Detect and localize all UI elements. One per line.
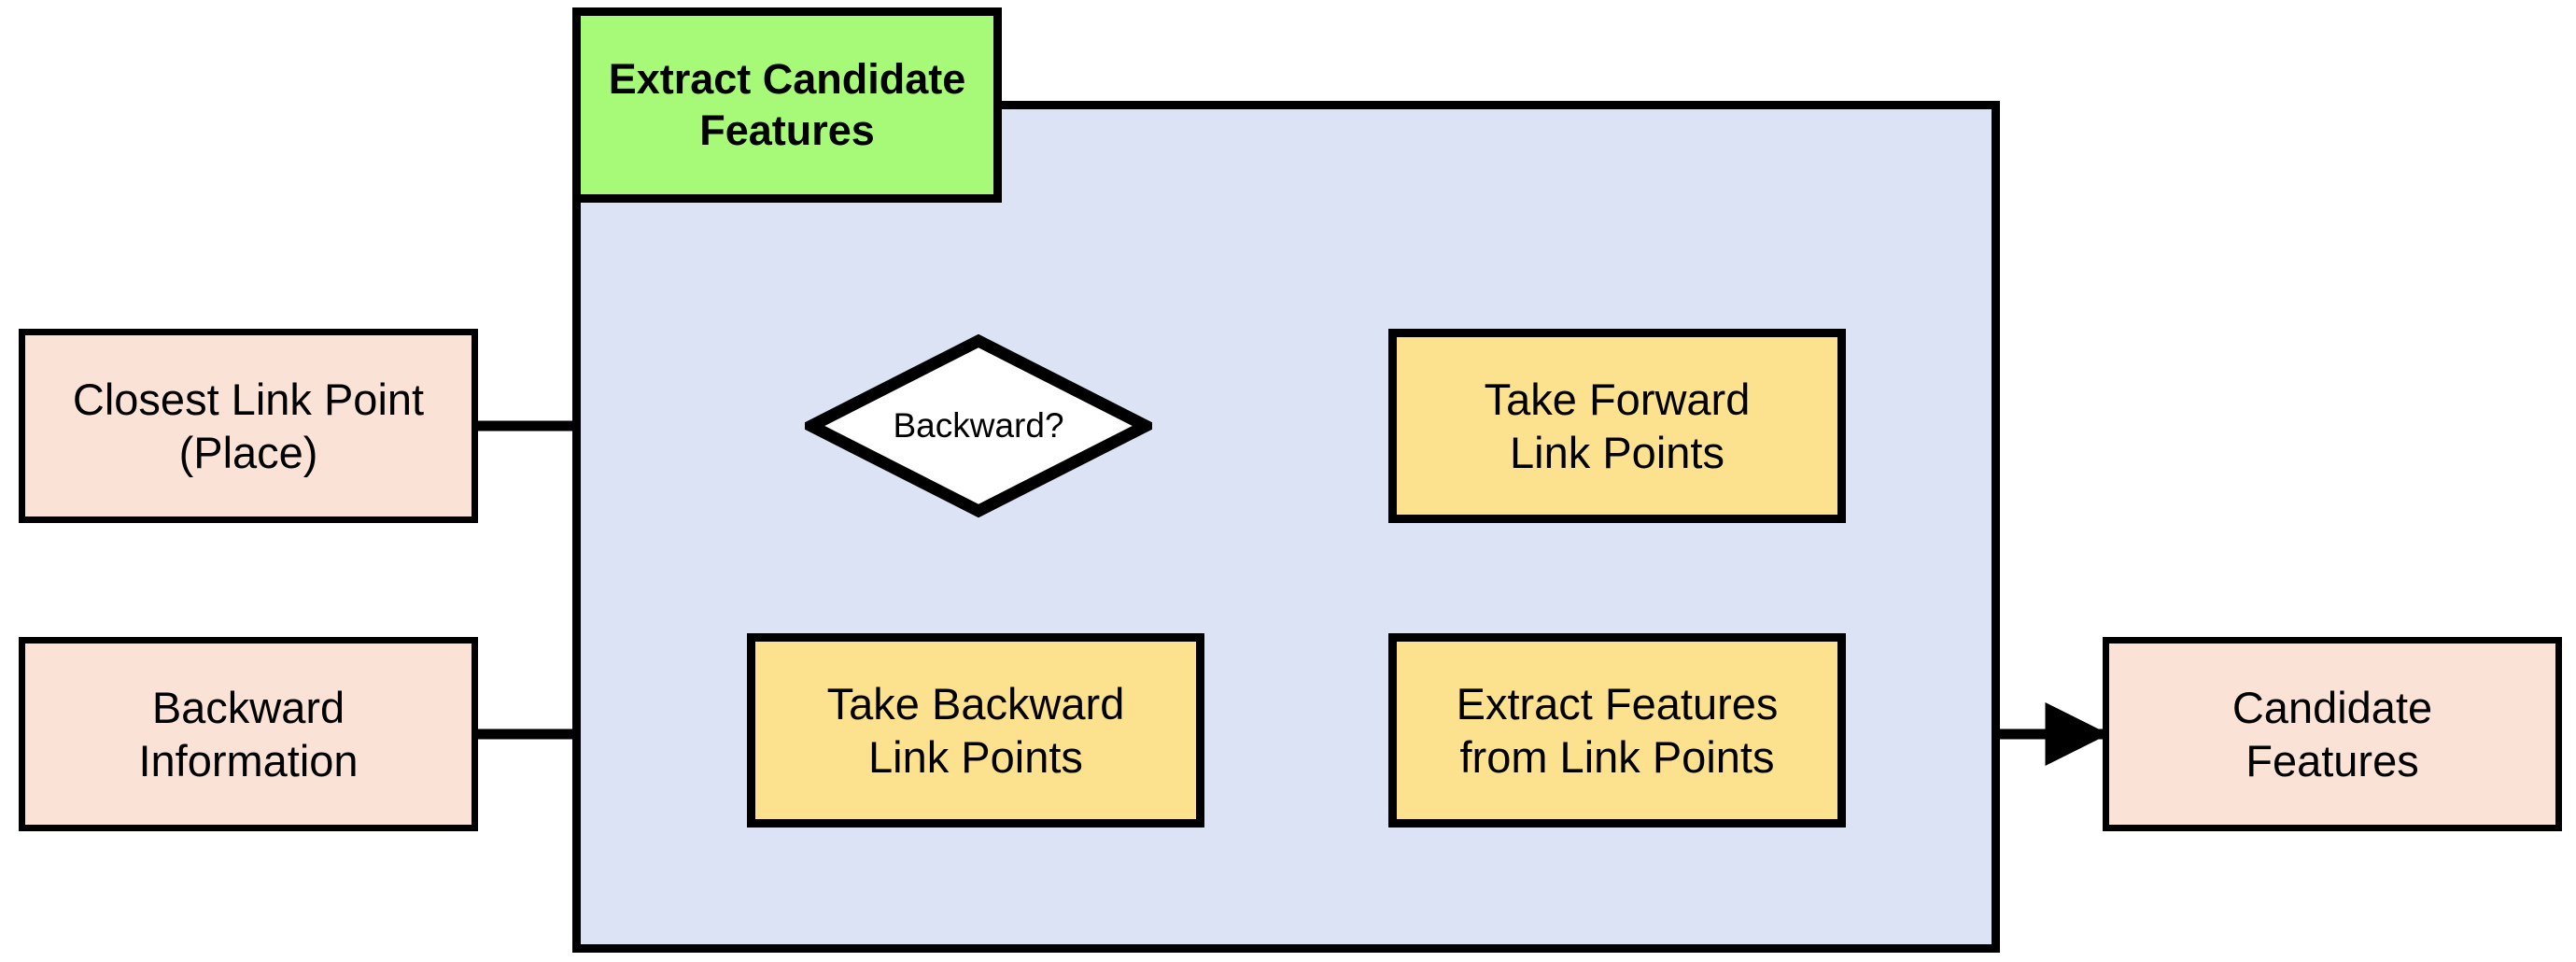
node-backward-information[interactable]: Backward Information (19, 637, 478, 831)
node-take-backward-link-points-label: Take Backward Link Points (826, 678, 1125, 782)
node-closest-link-point[interactable]: Closest Link Point (Place) (19, 329, 478, 523)
diamond-shape (805, 334, 1152, 517)
node-extract-features-from-link-points-label: Extract Features from Link Points (1456, 678, 1779, 782)
node-take-forward-link-points-label: Take Forward Link Points (1484, 374, 1751, 477)
node-candidate-features[interactable]: Candidate Features (2103, 637, 2562, 831)
node-backward-information-label: Backward Information (138, 682, 359, 785)
node-backward-decision[interactable]: Backward? (805, 334, 1152, 517)
group-header-label: Extract Candidate Features (608, 54, 966, 154)
group-border-left (572, 101, 581, 953)
group-border-right (1992, 101, 2000, 953)
group-border-bottom (572, 944, 2000, 953)
group-border-top (993, 101, 2000, 109)
node-closest-link-point-label: Closest Link Point (Place) (72, 374, 425, 477)
node-take-backward-link-points[interactable]: Take Backward Link Points (747, 633, 1204, 828)
node-extract-features-from-link-points[interactable]: Extract Features from Link Points (1388, 633, 1846, 828)
node-candidate-features-label: Candidate Features (2231, 682, 2433, 785)
group-header-extract-candidate-features: Extract Candidate Features (572, 7, 1002, 203)
node-take-forward-link-points[interactable]: Take Forward Link Points (1388, 329, 1846, 523)
